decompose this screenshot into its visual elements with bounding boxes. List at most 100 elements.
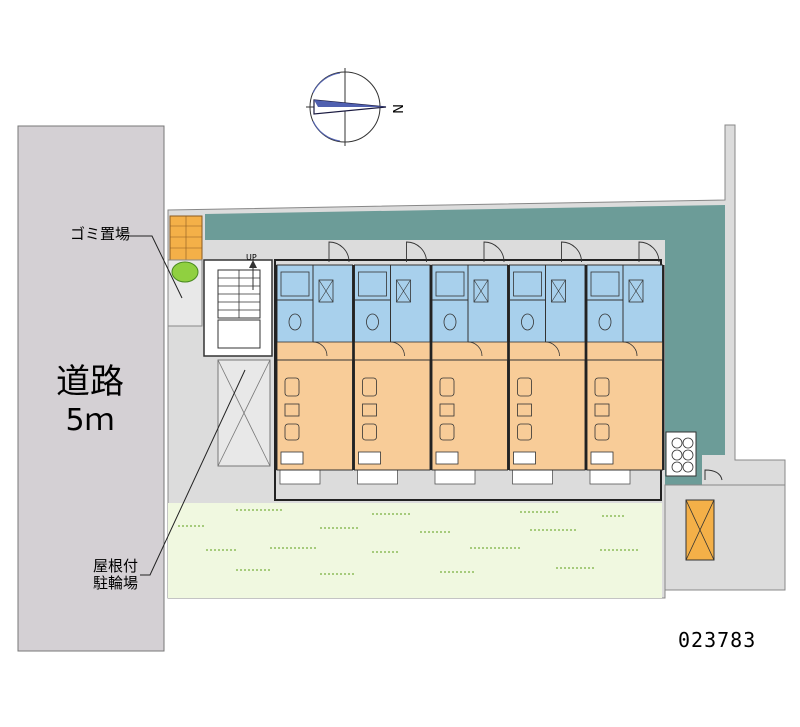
furniture: [284, 403, 300, 417]
interior-door: [390, 341, 405, 357]
bicycle-parking-label: 屋根付 駐輪場: [40, 557, 138, 593]
washbasin: [318, 279, 334, 303]
meter-circle: [671, 449, 683, 461]
furniture: [517, 403, 532, 417]
road-label: 道路 5ｍ: [30, 362, 150, 439]
washbasin: [628, 279, 644, 303]
apartment-unit-1: [276, 241, 353, 471]
stair-arrow-head: [249, 260, 257, 268]
stair-hall: [203, 259, 273, 357]
north-label: N: [389, 104, 404, 114]
bathtub: [358, 271, 387, 297]
entrance-door: [483, 241, 505, 263]
entrance-door: [406, 241, 427, 263]
road-width: 5ｍ: [65, 402, 115, 438]
furniture: [594, 423, 610, 441]
bicycle-label-line2: 駐輪場: [92, 574, 138, 593]
bicycle-parking-cross-b: [217, 359, 271, 467]
furniture: [439, 403, 455, 417]
balcony-unit: [590, 451, 614, 465]
meter-circle: [671, 437, 683, 449]
garbage-label: ゴミ置場: [69, 225, 130, 243]
side-door: [704, 469, 723, 481]
washbasin: [473, 279, 489, 303]
bathtub: [513, 271, 542, 297]
kitchen-strip: [586, 341, 663, 361]
meter-circle: [671, 461, 683, 473]
units-layer: [275, 241, 665, 471]
walkway-step: [589, 469, 631, 485]
toilet: [443, 313, 457, 331]
washbasin-cross: [473, 279, 489, 303]
apartment-unit-5: [586, 241, 663, 471]
interior-door: [312, 341, 328, 357]
furniture: [284, 377, 300, 397]
washbasin-cross: [396, 279, 411, 303]
walkway-steps: [279, 469, 631, 485]
bathtub: [280, 271, 310, 297]
balcony-unit: [435, 451, 459, 465]
furniture: [362, 377, 377, 397]
bicycle-label-line1: 屋根付: [92, 557, 138, 575]
furniture: [439, 423, 455, 441]
kitchen-strip: [354, 341, 431, 361]
entrance-door: [561, 241, 582, 263]
interior-door: [467, 341, 483, 357]
meter-circle: [682, 461, 694, 473]
washbasin-cross: [551, 279, 566, 303]
washbasin: [551, 279, 566, 303]
interior-door: [545, 341, 560, 357]
lawn: [168, 503, 662, 598]
meter-circle: [682, 449, 694, 461]
entrance-door: [328, 241, 350, 263]
kitchen-strip: [276, 341, 353, 361]
meter-circle: [682, 437, 694, 449]
toilet: [366, 313, 379, 331]
lawn-texture: [178, 509, 640, 575]
furniture: [594, 377, 610, 397]
furniture: [284, 423, 300, 441]
washbasin-cross: [318, 279, 334, 303]
meter-box: [665, 431, 697, 477]
balcony-unit: [280, 451, 304, 465]
interior-door: [622, 341, 638, 357]
plan-code: 023783: [678, 628, 757, 652]
bathtub: [590, 271, 620, 297]
garbage-brick-pattern: [170, 216, 202, 260]
road: [17, 125, 165, 652]
apartment-unit-2: [354, 241, 431, 471]
compass: N: [306, 68, 404, 146]
compass-needle-shade: [314, 100, 386, 107]
lot-extension: [664, 484, 786, 591]
storage-box-cross: [685, 499, 715, 561]
apartment-unit-3: [431, 241, 508, 471]
furniture: [517, 377, 532, 397]
stair-landing: [217, 319, 261, 349]
furniture: [362, 423, 377, 441]
planter-shrub: [171, 261, 199, 283]
stairs-up-label: UP: [246, 253, 257, 262]
washbasin-cross: [628, 279, 644, 303]
furniture: [362, 403, 377, 417]
furniture: [439, 377, 455, 397]
walkway-step: [279, 469, 321, 485]
toilet: [288, 313, 302, 331]
bathtub: [435, 271, 465, 297]
garbage-callout-line: [128, 235, 183, 299]
walkway-step: [512, 469, 553, 485]
balcony-unit: [358, 451, 381, 465]
furniture: [517, 423, 532, 441]
walkway-step: [357, 469, 398, 485]
toilet: [521, 313, 534, 331]
road-name: 道路: [56, 362, 124, 402]
washbasin: [396, 279, 411, 303]
bicycle-callout-line: [140, 369, 246, 576]
kitchen-strip: [509, 341, 586, 361]
furniture: [594, 403, 610, 417]
apartment-unit-4: [509, 241, 586, 471]
balcony-unit: [513, 451, 536, 465]
toilet: [598, 313, 612, 331]
walkway-step: [434, 469, 476, 485]
entrance-door: [638, 241, 660, 263]
